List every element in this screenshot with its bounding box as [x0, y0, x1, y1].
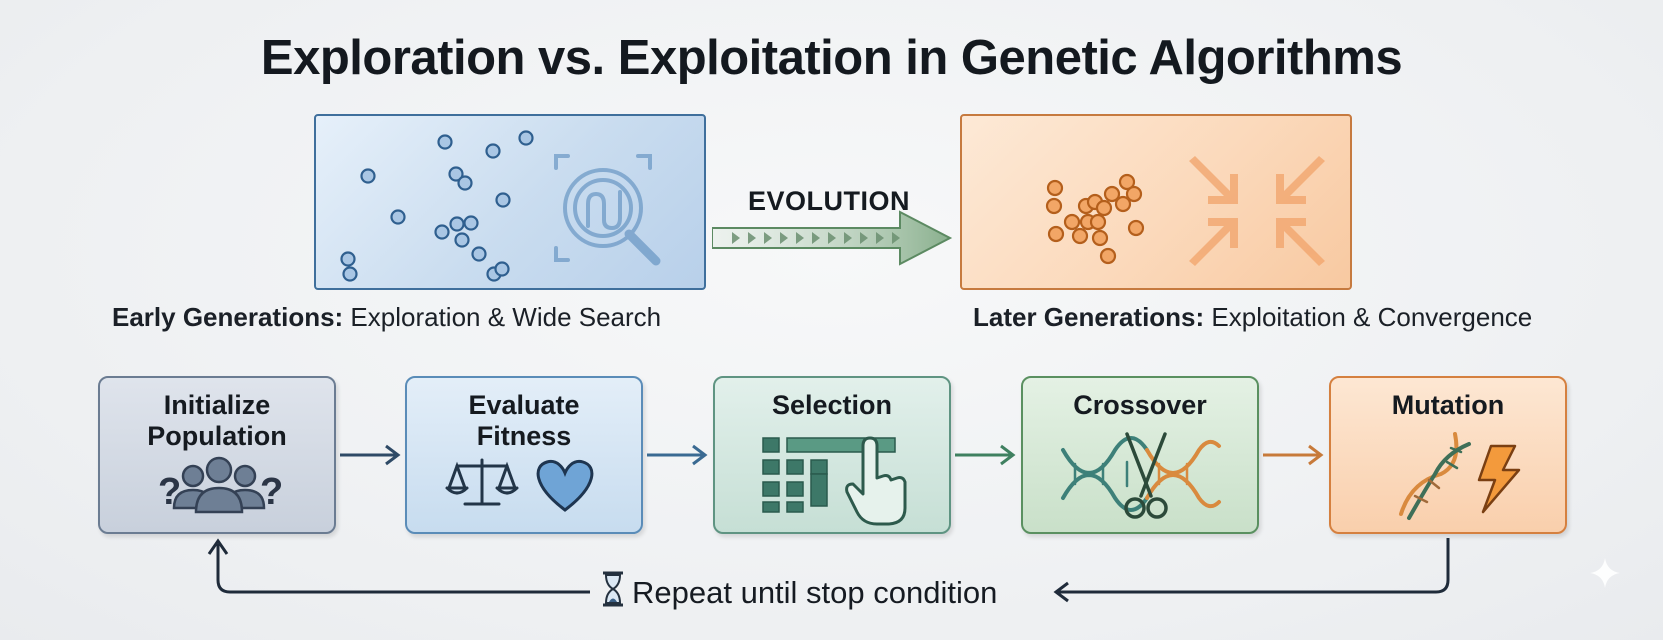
- individual-dot: [390, 209, 406, 225]
- individual-dot: [360, 168, 376, 184]
- heart-icon: [536, 459, 594, 512]
- individual-dot: [1099, 247, 1117, 265]
- individual-dot: [457, 175, 473, 191]
- later-generations-caption: Later Generations: Exploitation & Conver…: [973, 302, 1533, 332]
- individual-dot: [1045, 197, 1063, 215]
- individual-dot: [434, 224, 450, 240]
- exploitation-panel: [960, 114, 1352, 290]
- individual-dot: [1114, 195, 1132, 213]
- exploration-panel: [314, 114, 706, 290]
- evolution-label: EVOLUTION: [748, 186, 911, 216]
- individual-dot: [1103, 185, 1121, 203]
- step-label: Mutation: [1391, 390, 1505, 420]
- individual-dot: [1063, 213, 1081, 231]
- step-selection: Selection: [713, 376, 951, 534]
- svg-text:?: ?: [260, 471, 283, 513]
- individual-dot: [1127, 219, 1145, 237]
- early-generations-caption: Early Generations: Exploration & Wide Se…: [112, 302, 662, 332]
- step-label: Crossover: [1073, 390, 1207, 420]
- population-question-icon: ? ?: [158, 456, 283, 514]
- individual-dot: [1091, 229, 1109, 247]
- individual-dot: [463, 215, 479, 231]
- individual-dot: [1118, 173, 1136, 191]
- dna-lightning-icon: [1399, 432, 1521, 520]
- individual-dot: [1071, 227, 1089, 245]
- individual-dot: [485, 143, 501, 159]
- converged-population-plot: [1045, 156, 1325, 266]
- lightning-icon: [1477, 444, 1521, 514]
- flow-arrow-icon: [955, 444, 1016, 466]
- individual-dot: [1046, 179, 1064, 197]
- flow-arrow-icon: [340, 444, 401, 466]
- individual-dot: [1047, 225, 1065, 243]
- dna-scissors-icon: [1061, 432, 1221, 519]
- scales-heart-icon: [445, 458, 594, 512]
- individual-dot: [495, 192, 511, 208]
- individual-dot: [1089, 213, 1107, 231]
- hourglass-icon: [603, 571, 623, 607]
- individual-dot: [494, 261, 510, 277]
- individual-dot: [1125, 185, 1143, 203]
- individual-dot: [448, 166, 464, 182]
- svg-text:?: ?: [158, 471, 181, 513]
- individual-dot: [449, 216, 465, 232]
- diagram-title: Exploration vs. Exploitation in Genetic …: [260, 31, 1403, 85]
- individual-dot: [1095, 199, 1113, 217]
- converging-arrows-icon: [1189, 156, 1325, 266]
- scattered-population-plot: [340, 130, 661, 282]
- flow-arrow-icon: [1263, 444, 1324, 466]
- scissors-icon: [1124, 432, 1168, 519]
- repeat-condition-label: Repeat until stop condition: [600, 571, 997, 611]
- step-crossover: Crossover: [1021, 376, 1259, 534]
- hand-pointer-icon: [845, 436, 907, 526]
- individual-dot: [454, 232, 470, 248]
- sparkle-icon: [1590, 558, 1620, 588]
- individual-dot: [340, 251, 356, 267]
- individual-dot: [342, 266, 358, 282]
- individual-dot: [437, 134, 453, 150]
- flow-arrow-icon: [647, 444, 708, 466]
- magnifier-search-icon: [554, 154, 661, 266]
- evolution-arrow-icon: [712, 210, 953, 266]
- grid-hand-pointer-icon: [762, 436, 907, 526]
- individual-dot: [518, 130, 534, 146]
- step-label: Selection: [771, 390, 893, 420]
- individual-dot: [471, 246, 487, 262]
- step-mutation: Mutation: [1329, 376, 1567, 534]
